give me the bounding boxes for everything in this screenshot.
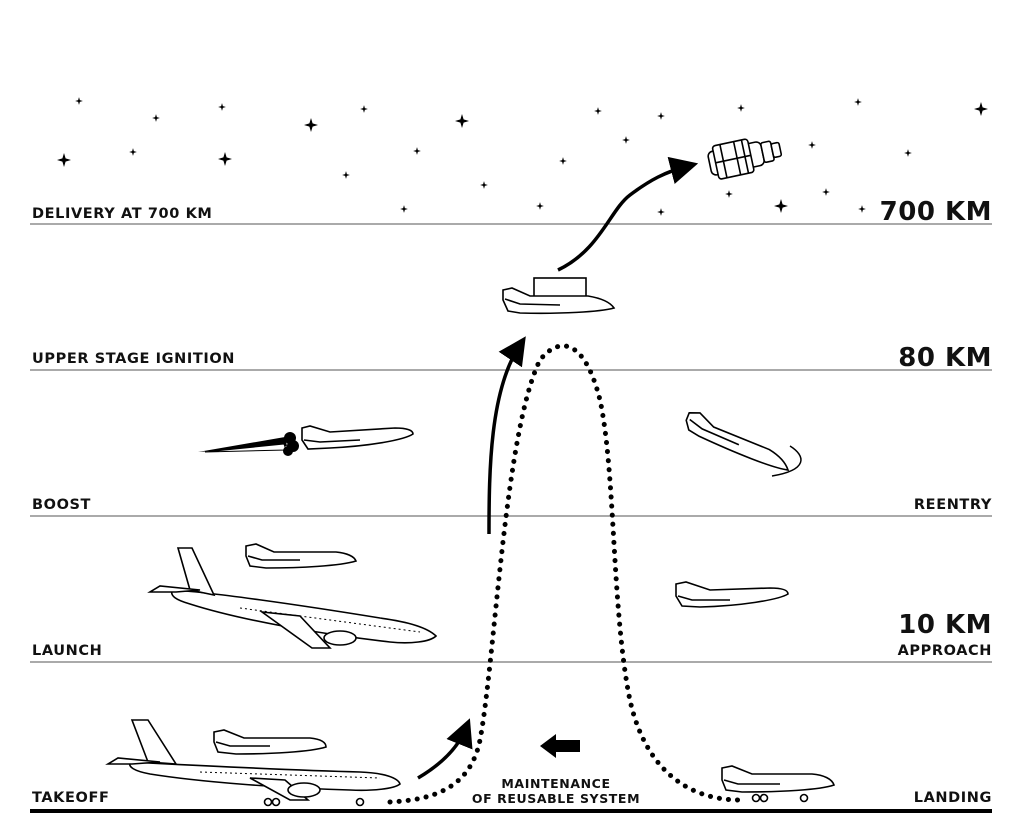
- star-icon: [622, 136, 630, 144]
- maintenance-arrow-icon: [540, 734, 580, 758]
- star-icon: [57, 153, 71, 167]
- star-icon: [400, 205, 408, 213]
- carrier-aircraft-launch-icon: [147, 547, 438, 649]
- label-approach: APPROACH: [897, 643, 992, 659]
- label-upper-stage-ignition: UPPER STAGE IGNITION: [32, 351, 236, 367]
- flame-icon: [198, 432, 299, 456]
- return-trajectory-dotted: [387, 343, 743, 805]
- star-icon: [974, 102, 988, 116]
- star-icon: [360, 105, 368, 113]
- altitude-10km: 10 KM: [898, 610, 992, 640]
- spaceplane-upper-stage-icon: [502, 277, 616, 315]
- takeoff-arrow-icon: [417, 718, 473, 780]
- star-icon: [480, 181, 488, 189]
- star-icon: [559, 157, 567, 165]
- star-icon: [218, 152, 232, 166]
- star-icon: [536, 202, 544, 210]
- star-icon: [152, 114, 160, 122]
- label-takeoff: TAKEOFF: [32, 790, 110, 806]
- star-icon: [129, 148, 137, 156]
- satellite-icon: [707, 138, 783, 180]
- altitude-80km: 80 KM: [898, 343, 992, 373]
- altitude-lines: [30, 223, 992, 663]
- star-icon: [808, 141, 816, 149]
- label-reentry: REENTRY: [913, 497, 992, 513]
- spaceplane-takeoff-icon: [213, 729, 327, 755]
- star-icon: [657, 112, 665, 120]
- star-icon: [904, 149, 912, 157]
- star-icon: [75, 97, 83, 105]
- spaceplane-reentry-icon: [685, 412, 790, 471]
- star-icon: [594, 107, 602, 115]
- star-icon: [858, 205, 866, 213]
- maintenance-note: MAINTENANCE OF REUSABLE SYSTEM: [466, 776, 646, 806]
- delivery-arrow-icon: [557, 156, 699, 272]
- reentry-heat-arc: [771, 445, 802, 477]
- altitude-700km: 700 KM: [879, 197, 992, 227]
- label-delivery: DELIVERY AT 700 KM: [32, 206, 213, 222]
- star-icon: [342, 171, 350, 179]
- star-icon: [822, 188, 830, 196]
- spaceplane-launch-icon: [245, 543, 358, 569]
- star-icon: [725, 190, 733, 198]
- star-icon: [737, 104, 745, 112]
- spaceplane-boost-icon: [301, 425, 414, 450]
- label-boost: BOOST: [32, 497, 92, 513]
- ascent-arrow-icon: [487, 336, 526, 535]
- maintenance-line-2: OF REUSABLE SYSTEM: [471, 791, 641, 806]
- star-icon: [413, 147, 421, 155]
- spaceplane-landing-icon: [721, 765, 836, 803]
- star-icon: [455, 114, 469, 128]
- label-launch: LAUNCH: [32, 643, 103, 659]
- star-icon: [774, 199, 788, 213]
- carrier-aircraft-takeoff-icon: [105, 719, 401, 807]
- star-icon: [854, 98, 862, 106]
- starfield: [57, 97, 988, 216]
- spaceplane-approach-icon: [675, 581, 789, 608]
- maintenance-line-1: MAINTENANCE: [501, 776, 611, 791]
- star-icon: [657, 208, 665, 216]
- star-icon: [218, 103, 226, 111]
- star-icon: [304, 118, 318, 132]
- label-landing: LANDING: [913, 790, 992, 806]
